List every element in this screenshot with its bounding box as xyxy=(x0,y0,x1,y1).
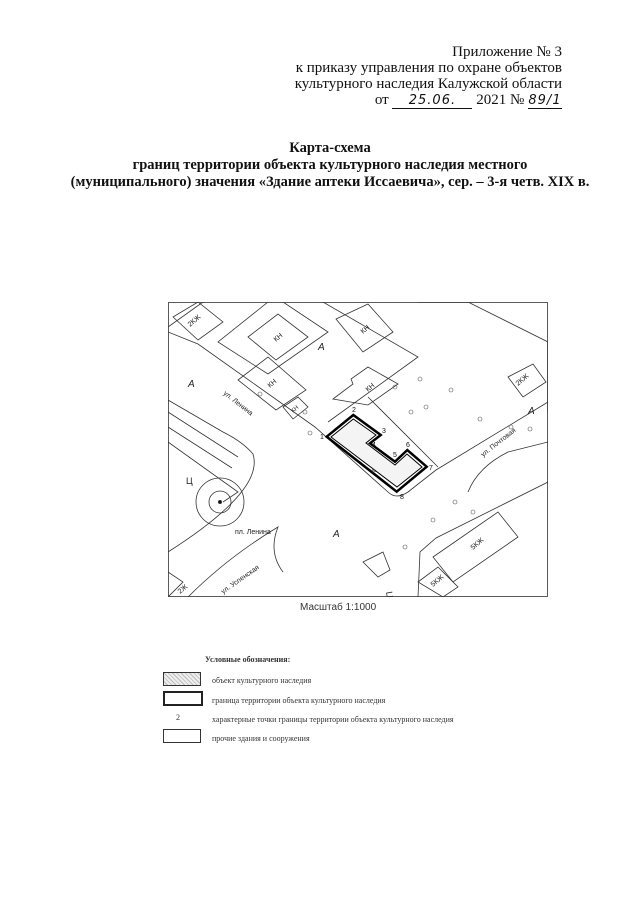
date-prefix: от xyxy=(374,92,389,108)
legend-swatch-boundary xyxy=(163,691,203,706)
point-label: 3 xyxy=(382,428,386,435)
block-line xyxy=(322,302,419,423)
point-label: 2 xyxy=(352,407,356,414)
legend-title: Условные обозначения: xyxy=(205,655,291,664)
street-edge xyxy=(168,426,233,469)
point-label: 5 xyxy=(393,452,397,459)
order-date-line: от 25.06. 2021 № 89/1 xyxy=(375,92,562,109)
label-building: КН xyxy=(273,332,285,343)
label-c: Ц xyxy=(384,591,395,597)
label-building: 2КЖ xyxy=(515,373,531,388)
order-date: 25.06. xyxy=(392,93,473,109)
label-building: КН xyxy=(360,324,372,335)
order-line: культурного наследия Калужской области xyxy=(294,76,562,92)
label-object: К xyxy=(370,467,378,476)
boundary-points: 1 2 3 4 5 6 7 8 xyxy=(320,407,433,501)
street-label: ул. Ленина xyxy=(222,390,254,417)
document-subtitle: границ территории объекта культурного на… xyxy=(132,157,528,173)
label-building: 2КЖ xyxy=(187,314,203,329)
label-building: КН xyxy=(290,405,300,415)
label-a: А xyxy=(317,342,325,353)
point-label: 8 xyxy=(400,494,404,501)
point-label: 4 xyxy=(372,442,376,449)
buildings xyxy=(168,302,547,597)
appendix-label: Приложение № 3 xyxy=(452,44,562,60)
order-line: к приказу управления по охране объектов xyxy=(295,60,562,76)
point-label: 6 xyxy=(406,442,410,449)
legend-label: граница территории объекта культурного н… xyxy=(212,696,386,705)
monument-icon xyxy=(218,499,223,504)
block-line xyxy=(217,302,329,375)
label-a: А xyxy=(187,379,195,390)
label-a: А xyxy=(332,529,340,540)
monument-circle xyxy=(208,490,232,514)
street-edge xyxy=(168,331,548,497)
legend-point-symbol: 2 xyxy=(176,713,180,722)
street-label: ул. Успенская xyxy=(220,564,261,596)
site-map: 1 2 3 4 5 6 7 8 А А А А 2КЖ КН КН КН КН … xyxy=(168,302,548,597)
document-title: Карта-схема xyxy=(289,140,371,156)
label-c: Ц xyxy=(186,476,193,486)
label-a: А xyxy=(527,406,535,417)
legend-swatch-other-buildings xyxy=(163,729,201,743)
point-label: 1 xyxy=(320,434,324,441)
legend-label: характерные точки границы территории объ… xyxy=(212,715,454,724)
document-subtitle: (муниципального) значения «Здание аптеки… xyxy=(70,174,590,190)
street-edge xyxy=(467,441,548,493)
street-edge xyxy=(168,411,239,458)
heritage-boundary xyxy=(324,413,429,494)
label-building: КН xyxy=(365,382,377,393)
block-line xyxy=(418,302,548,412)
label-building: 5КЖ xyxy=(430,574,446,589)
order-number: 89/1 xyxy=(528,93,562,109)
legend-swatch-heritage-object xyxy=(163,672,201,686)
point-label: 7 xyxy=(429,465,433,472)
legend-label: объект культурного наследия xyxy=(212,676,312,685)
heritage-object xyxy=(330,418,423,488)
street-edge xyxy=(187,526,284,597)
square-circle xyxy=(195,477,245,527)
label-building: 2Ж xyxy=(177,583,190,595)
legend-label: прочие здания и сооружения xyxy=(212,734,310,743)
map-scale: Масштаб 1:1000 xyxy=(300,602,377,613)
order-year: 2021 № xyxy=(476,92,525,108)
label-building: КН xyxy=(267,378,279,389)
block-line xyxy=(168,302,204,328)
street-edge xyxy=(417,481,548,597)
label-building: 5КЖ xyxy=(470,537,486,552)
block-line xyxy=(367,396,439,468)
tree-icons xyxy=(257,376,533,550)
map-frame xyxy=(168,302,548,597)
square-label: пл. Ленина xyxy=(235,529,271,536)
street-edge xyxy=(168,399,255,553)
